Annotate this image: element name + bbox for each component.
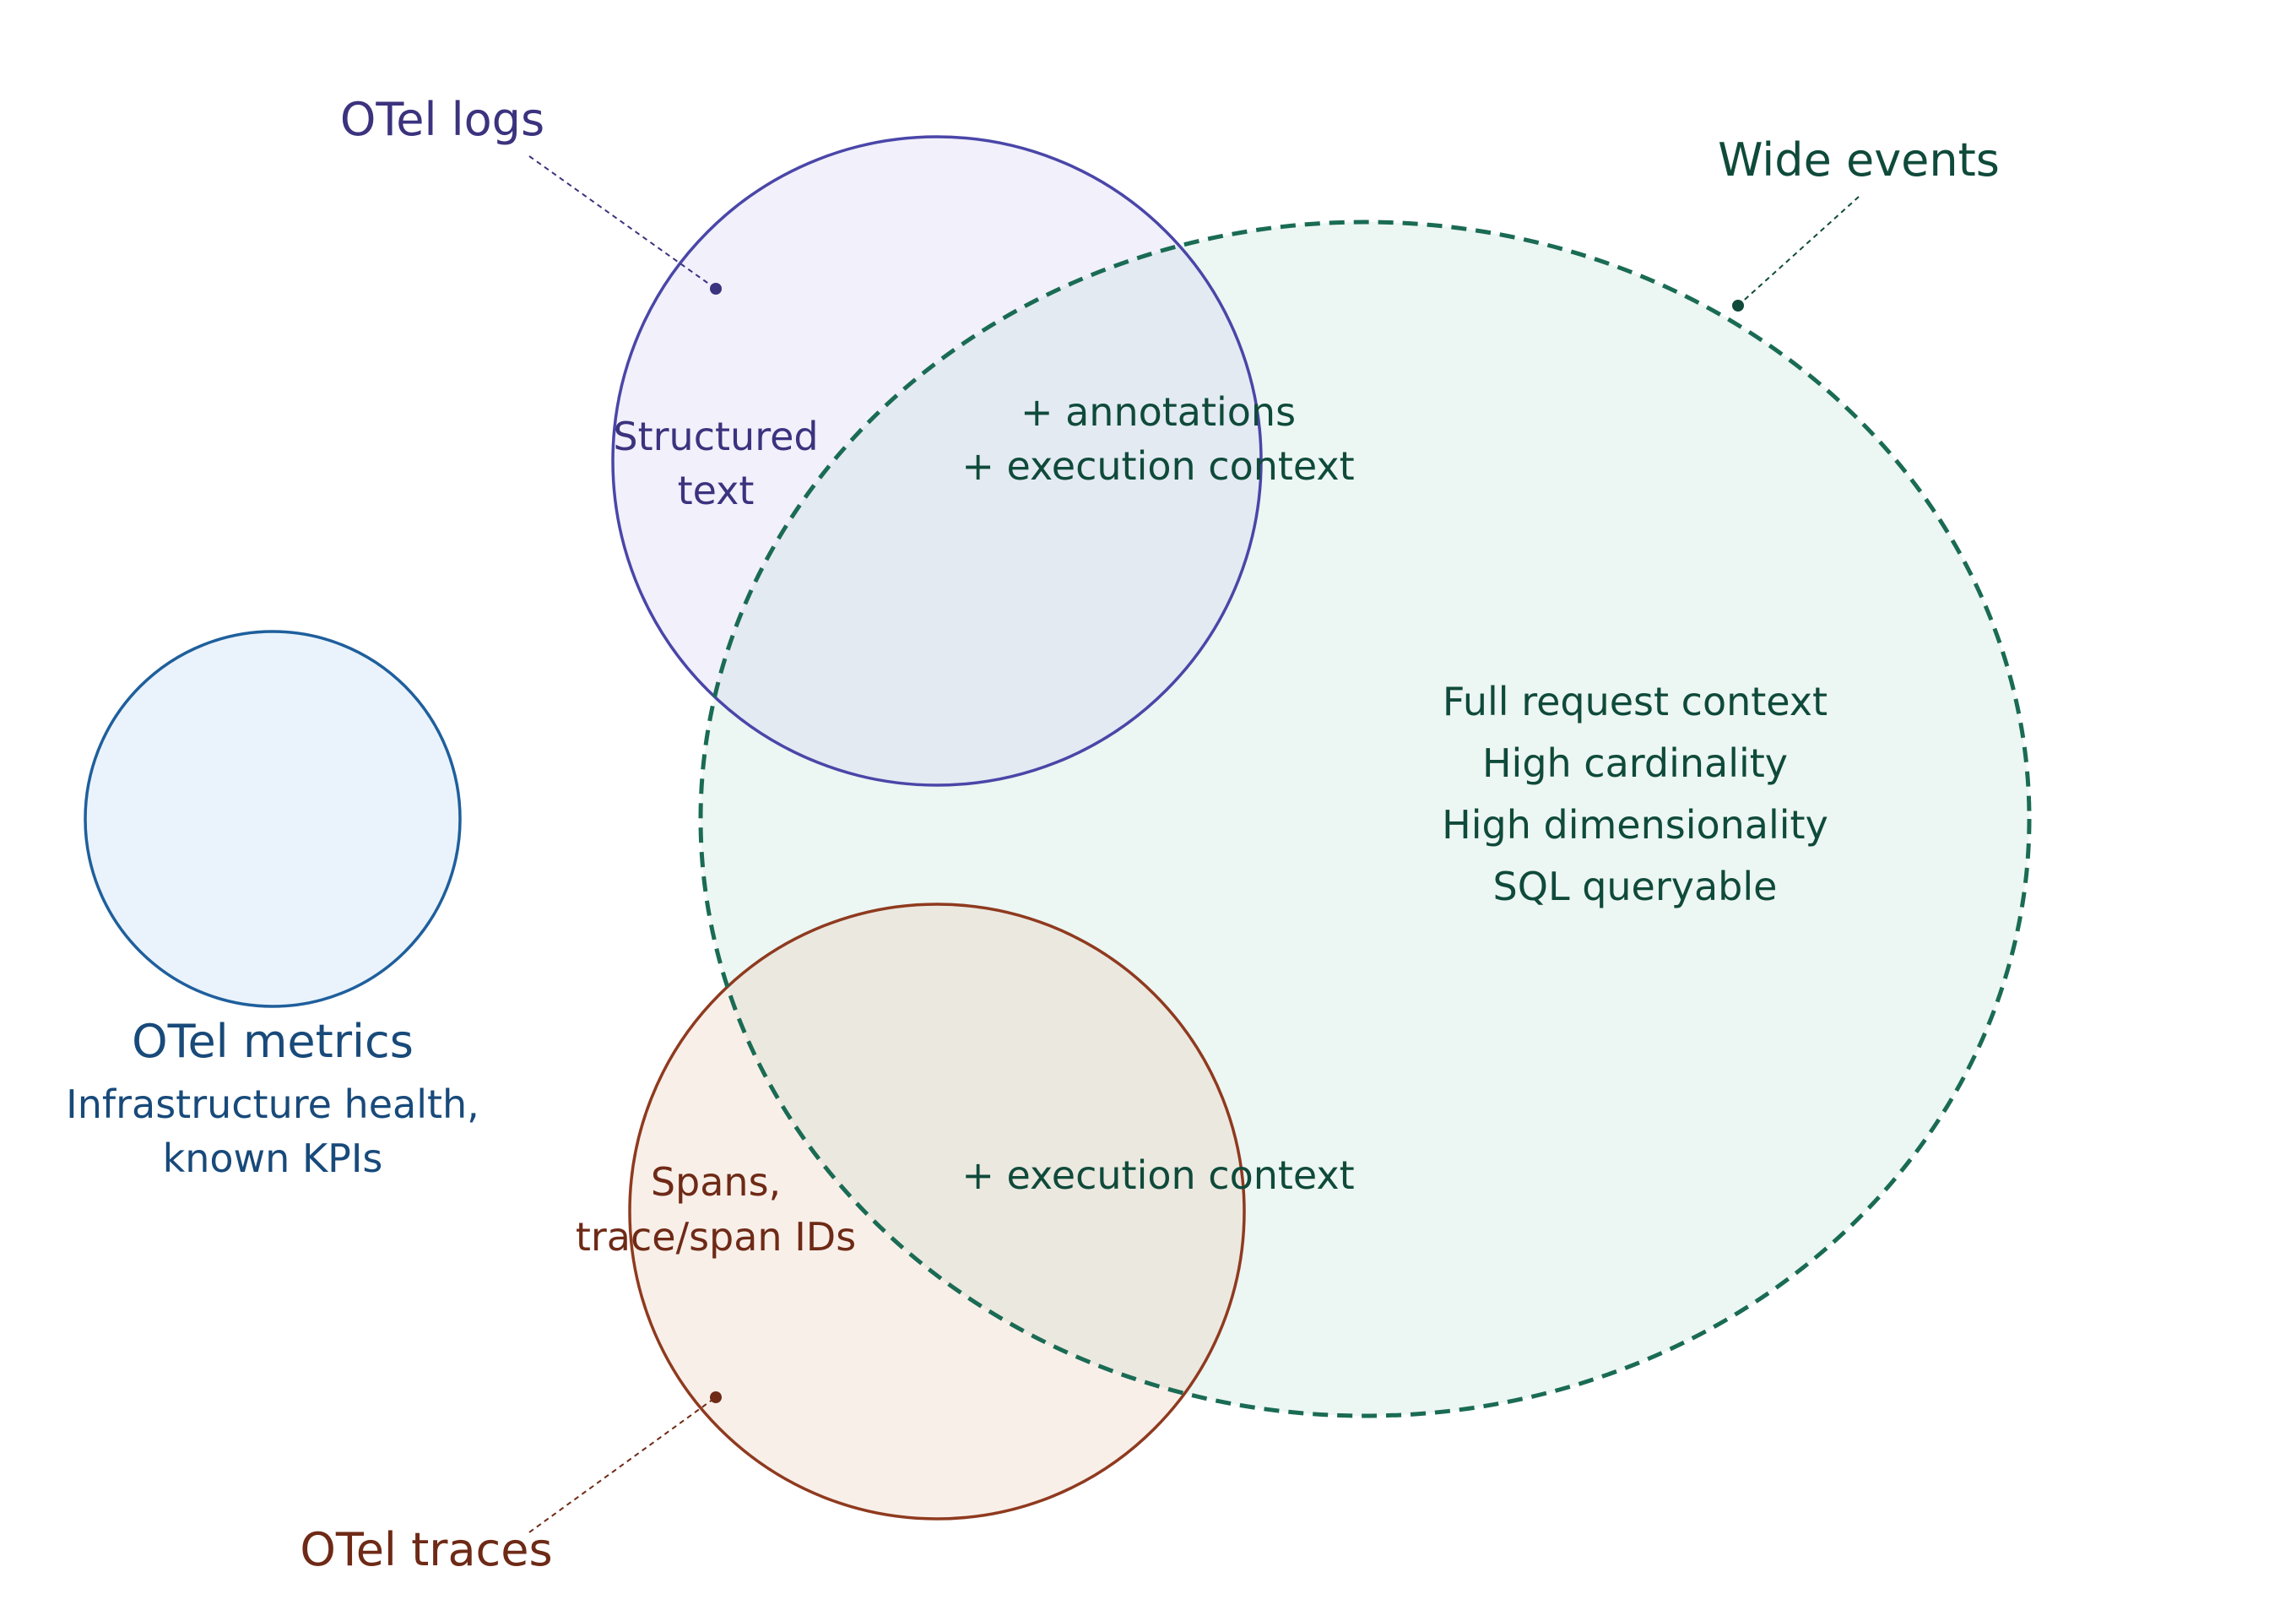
traces-desc-line2: trace/span IDs (576, 1214, 856, 1260)
traces-overlap-line1: + execution context (961, 1152, 1354, 1198)
logs-leader-dot (710, 283, 722, 295)
wide-events-leader-dot (1732, 300, 1744, 312)
wide-events-leader-line (1737, 196, 1860, 306)
metrics-desc-line1: Infrastructure health, (66, 1082, 479, 1127)
metrics-desc-line2: known KPIs (163, 1136, 383, 1181)
wide-events-feature-3: High dimensionality (1442, 802, 1828, 848)
wide-events-ellipse-outline (698, 220, 2032, 1418)
traces-title: OTel traces (300, 1523, 552, 1576)
logs-desc-line1: Structured (613, 414, 818, 459)
logs-desc-line2: text (678, 468, 755, 513)
metrics-circle-outline (84, 630, 462, 1008)
logs-circle-outline (611, 135, 1263, 787)
traces-leader-dot (710, 1391, 722, 1403)
wide-events-feature-4: SQL queryable (1493, 864, 1778, 909)
logs-leader-line (528, 155, 717, 290)
logs-wide-overlap (701, 222, 1261, 785)
logs-overlap-line1: + annotations (1021, 389, 1296, 435)
traces-desc-line1: Spans, (651, 1159, 781, 1205)
metrics-title: OTel metrics (132, 1015, 414, 1068)
traces-leader-line (528, 1396, 717, 1533)
logs-title: OTel logs (340, 93, 544, 146)
traces-circle-outline (628, 903, 1246, 1521)
logs-overlap-line2: + execution context (961, 443, 1354, 489)
wide-events-feature-2: High cardinality (1482, 740, 1788, 786)
wide-events-feature-1: Full request context (1443, 679, 1828, 724)
metrics-circle (85, 632, 460, 1006)
wide-events-title: Wide events (1718, 133, 2000, 187)
traces-wide-overlap (701, 904, 1244, 1416)
